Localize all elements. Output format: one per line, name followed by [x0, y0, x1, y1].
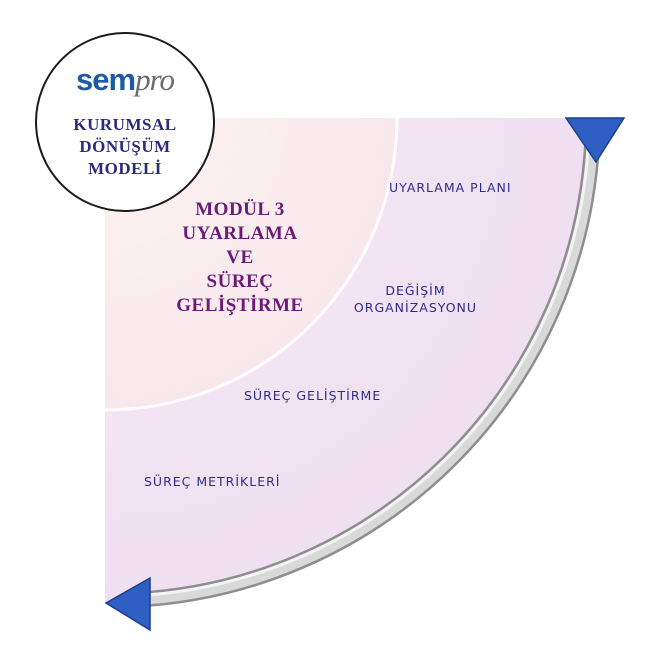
- label-degisim-line: ORGANİZASYONU: [353, 300, 478, 315]
- logo-badge: sempro KURUMSAL DÖNÜŞÜM MODELİ: [35, 32, 215, 212]
- module-title-line: GELİŞTİRME: [176, 295, 304, 316]
- arrowhead-top-right-icon: [564, 117, 626, 164]
- module-title-line: UYARLAMA: [182, 223, 298, 244]
- inner-arc-highlight: [104, 117, 399, 412]
- label-uyarlama-plani: UYARLAMA PLANI: [389, 180, 512, 195]
- logo-subtitle: KURUMSAL DÖNÜŞÜM MODELİ: [37, 114, 213, 180]
- logo-subtitle-line: KURUMSAL: [73, 115, 177, 134]
- module-title-line: MODÜL 3: [195, 199, 285, 220]
- sempro-logo: sempro: [37, 62, 213, 98]
- module-title-line: SÜREÇ: [206, 271, 274, 292]
- curved-arrow-band-highlight: [131, 149, 590, 598]
- label-degisim-line: DEĞİŞİM: [385, 283, 446, 298]
- logo-brand-prefix: sem: [76, 62, 136, 97]
- curved-arrow-band: [129, 145, 598, 606]
- module-title-line: VE: [226, 247, 254, 268]
- label-surec-gelistirme: SÜREÇ GELİŞTİRME: [244, 388, 382, 403]
- label-degisim-organizasyonu: DEĞİŞİM ORGANİZASYONU: [338, 282, 493, 316]
- arrowhead-bottom-left-icon: [104, 576, 151, 632]
- label-surec-metrikleri: SÜREÇ METRİKLERİ: [144, 474, 281, 489]
- logo-brand-suffix: pro: [135, 62, 175, 97]
- module-title: MODÜL 3 UYARLAMA VE SÜREÇ GELİŞTİRME: [140, 198, 340, 318]
- logo-subtitle-line: MODELİ: [88, 159, 162, 178]
- logo-subtitle-line: DÖNÜŞÜM: [79, 137, 171, 156]
